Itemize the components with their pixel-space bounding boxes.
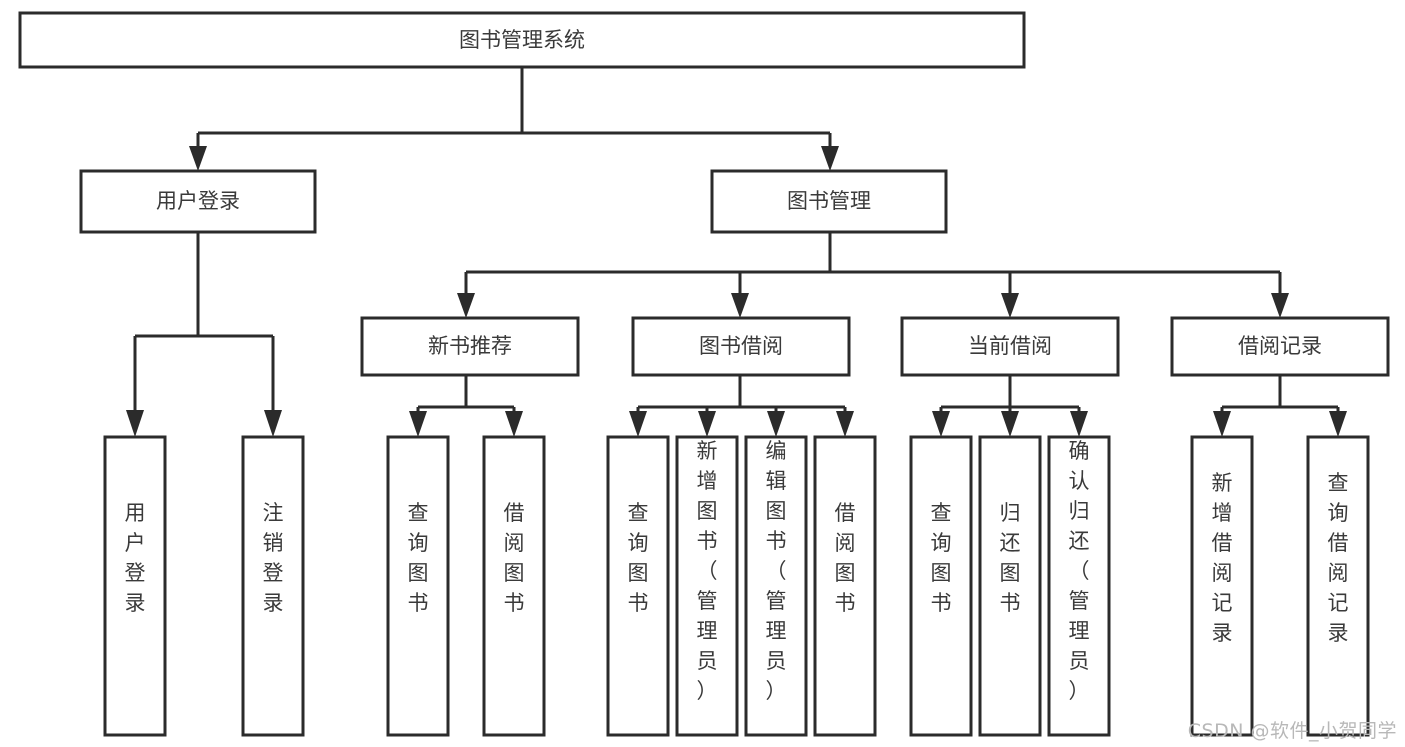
node-newbook-label: 新书推荐 [428, 334, 512, 358]
node-leaf-records-1[interactable]: 新增借阅记录 [1190, 435, 1254, 737]
edge-group-root [189, 67, 839, 171]
arrow-head-leaf-current-3 [1070, 411, 1088, 437]
edge-group-login-leaves [126, 232, 282, 437]
node-leaf-borrow-1-label: 查询图书 [628, 501, 649, 615]
edge-group-records-leaves [1213, 375, 1347, 437]
node-leaf-current-3-box[interactable] [1047, 435, 1111, 737]
node-current-label: 当前借阅 [968, 334, 1052, 358]
node-login-box[interactable] [79, 169, 317, 234]
node-login[interactable]: 用户登录 [79, 169, 317, 234]
node-bookmgmt-box[interactable] [710, 169, 948, 234]
node-root[interactable]: 图书管理系统 [18, 11, 1026, 69]
arrow-head-bookmgmt [821, 146, 839, 171]
csdn-watermark: CSDN @软件_小贺同学 [1187, 720, 1397, 742]
node-leaf-borrow-2-box[interactable] [675, 435, 739, 737]
arrow-head-login [189, 146, 207, 171]
node-leaf-login-2-label: 注销登录 [263, 501, 284, 615]
node-leaf-borrow-2[interactable]: 新增图书（管理员） [675, 435, 739, 737]
node-leaf-current-1[interactable]: 查询图书 [909, 435, 973, 737]
arrow-head-leaf-current-2 [1001, 411, 1019, 437]
node-leaf-current-2-box[interactable] [978, 435, 1042, 737]
node-leaf-new-1[interactable]: 查询图书 [386, 435, 450, 737]
node-current[interactable]: 当前借阅 [900, 316, 1120, 377]
edge-group-current-leaves [932, 375, 1088, 437]
node-leaf-login-1-box[interactable] [103, 435, 167, 737]
arrow-head-leaf-records-1 [1213, 411, 1231, 437]
node-leaf-borrow-4-box[interactable] [813, 435, 877, 737]
node-root-label: 图书管理系统 [459, 28, 585, 52]
arrow-head-leaf-borrow-1 [629, 411, 647, 437]
node-borrow-label: 图书借阅 [699, 334, 783, 358]
node-leaf-borrow-1[interactable]: 查询图书 [606, 435, 670, 737]
arrow-head-leaf-login-1 [126, 410, 144, 437]
node-leaf-borrow-3[interactable]: 编辑图书（管理员） [744, 435, 808, 737]
node-borrow[interactable]: 图书借阅 [631, 316, 851, 377]
node-leaf-borrow-3-label: 编辑图书（管理员） [766, 439, 787, 703]
arrow-head-leaf-login-2 [264, 410, 282, 437]
node-records[interactable]: 借阅记录 [1170, 316, 1390, 377]
node-leaf-current-1-box[interactable] [909, 435, 973, 737]
node-leaf-login-1-label: 用户登录 [125, 501, 146, 615]
node-root-box[interactable] [18, 11, 1026, 69]
node-records-label: 借阅记录 [1238, 334, 1322, 358]
node-current-box[interactable] [900, 316, 1120, 377]
arrow-head-leaf-borrow-3 [767, 411, 785, 437]
node-leaf-login-2[interactable]: 注销登录 [241, 435, 305, 737]
node-leaf-current-2-label: 归还图书 [1000, 501, 1021, 615]
node-leaf-borrow-4[interactable]: 借阅图书 [813, 435, 877, 737]
node-leaf-borrow-4-label: 借阅图书 [835, 501, 856, 615]
node-leaf-new-2[interactable]: 借阅图书 [482, 435, 546, 737]
node-leaf-current-1-label: 查询图书 [931, 501, 952, 615]
arrow-head-leaf-borrow-2 [698, 411, 716, 437]
arrow-head-leaf-new-2 [505, 411, 523, 437]
node-leaf-current-3[interactable]: 确认归还（管理员） [1047, 435, 1111, 737]
node-leaf-records-2-label: 查询借阅记录 [1328, 471, 1349, 645]
node-leaf-new-1-label: 查询图书 [408, 501, 429, 615]
node-bookmgmt-label: 图书管理 [787, 189, 871, 213]
node-leaf-records-2-box[interactable] [1306, 435, 1370, 737]
arrow-head-borrow [731, 293, 749, 318]
arrow-head-records [1271, 293, 1289, 318]
node-leaf-new-2-box[interactable] [482, 435, 546, 737]
edge-group-borrow-leaves [629, 375, 854, 437]
node-leaf-new-2-label: 借阅图书 [504, 501, 525, 615]
node-leaf-current-3-label: 确认归还（管理员） [1069, 439, 1090, 703]
node-borrow-box[interactable] [631, 316, 851, 377]
node-newbook-box[interactable] [360, 316, 580, 377]
arrow-head-leaf-records-2 [1329, 411, 1347, 437]
node-newbook[interactable]: 新书推荐 [360, 316, 580, 377]
arrow-head-leaf-current-1 [932, 411, 950, 437]
node-leaf-borrow-2-label: 新增图书（管理员） [697, 439, 718, 703]
node-leaf-records-2[interactable]: 查询借阅记录 [1306, 435, 1370, 737]
node-leaf-login-2-box[interactable] [241, 435, 305, 737]
node-records-box[interactable] [1170, 316, 1390, 377]
node-leaf-current-2[interactable]: 归还图书 [978, 435, 1042, 737]
edge-group-newbook-leaves [409, 375, 523, 437]
arrow-head-leaf-new-1 [409, 411, 427, 437]
edge-group-bookmgmt [457, 232, 1289, 318]
node-leaf-borrow-3-box[interactable] [744, 435, 808, 737]
arrow-head-newbook [457, 293, 475, 318]
node-leaf-records-1-label: 新增借阅记录 [1212, 471, 1233, 645]
node-leaf-borrow-1-box[interactable] [606, 435, 670, 737]
arrow-head-leaf-borrow-4 [836, 411, 854, 437]
node-leaf-new-1-box[interactable] [386, 435, 450, 737]
node-leaf-records-1-box[interactable] [1190, 435, 1254, 737]
node-leaf-login-1[interactable]: 用户登录 [103, 435, 167, 737]
arrow-head-current [1001, 293, 1019, 318]
node-bookmgmt[interactable]: 图书管理 [710, 169, 948, 234]
node-login-label: 用户登录 [156, 189, 240, 213]
